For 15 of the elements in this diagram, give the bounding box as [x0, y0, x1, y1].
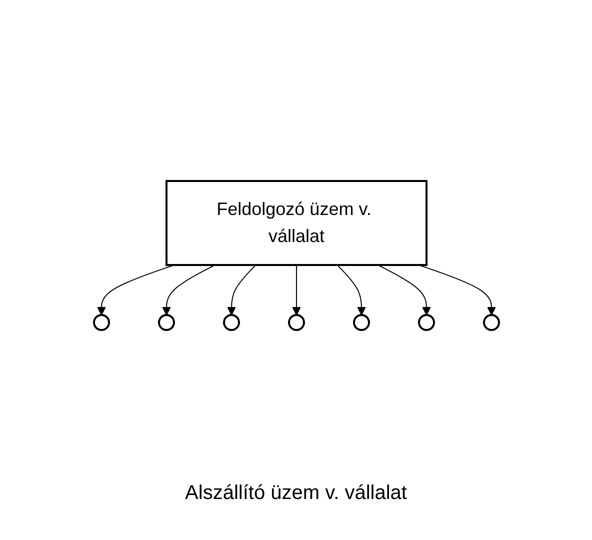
note-text: Alszállító üzem v. vállalat	[185, 482, 407, 504]
arrow	[336, 264, 366, 316]
arrow	[377, 264, 430, 316]
arrow	[226, 264, 256, 316]
node-circle	[222, 314, 240, 331]
node-circle	[92, 314, 110, 331]
node-circle	[418, 314, 434, 331]
arrow	[292, 264, 300, 316]
node-circle	[352, 314, 370, 331]
arrow	[96, 264, 174, 316]
node-circle	[288, 314, 304, 331]
node-box: Feldolgozó üzem v. vállalat	[165, 180, 427, 266]
node-circle	[482, 314, 500, 331]
node-circle	[158, 314, 174, 331]
arrow	[162, 264, 215, 316]
